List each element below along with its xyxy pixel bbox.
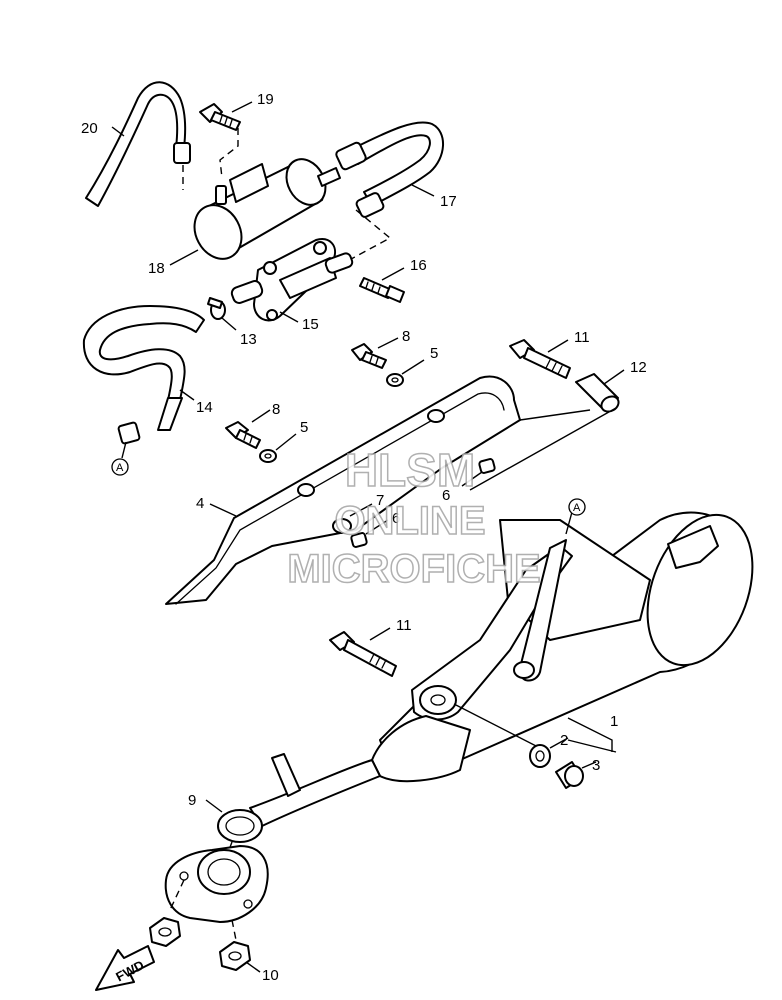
- callout-11-upper: 11: [574, 329, 590, 346]
- leader-protector-right: [519, 409, 591, 421]
- part-3-collar[interactable]: [555, 761, 584, 789]
- part-15-valve-bracket[interactable]: [230, 238, 354, 322]
- leader-7: [349, 503, 373, 517]
- reference-mark-a-right: A: [568, 498, 586, 516]
- leader-11-lower-long: [453, 703, 541, 749]
- part-19-bolt[interactable]: [199, 103, 241, 131]
- part-7-grommet[interactable]: [332, 518, 352, 534]
- callout-8-upper: 8: [402, 328, 410, 345]
- leader-1: [567, 717, 613, 752]
- callout-19: 19: [257, 91, 274, 108]
- leader-11-lower: [369, 627, 391, 641]
- leader-18: [169, 249, 199, 266]
- reference-mark-a-left: A: [111, 458, 129, 476]
- leader-12: [603, 369, 625, 385]
- leader-4: [209, 503, 237, 517]
- callout-14: 14: [196, 399, 213, 416]
- part-8-bolt-upper[interactable]: [351, 343, 387, 369]
- leader-2: [549, 737, 569, 749]
- leader-20: [111, 126, 125, 137]
- part-10-nut-right[interactable]: [219, 941, 251, 971]
- leader-8-upper: [377, 337, 399, 349]
- part-11-bolt-upper[interactable]: [509, 339, 571, 379]
- callout-6-upper: 6: [442, 487, 450, 504]
- leader-14: [179, 389, 195, 401]
- leader-1-bracket: [567, 739, 617, 753]
- svg-text:A: A: [573, 502, 581, 514]
- watermark-line-1: HLSM: [345, 444, 475, 496]
- leader-6-lower: [365, 519, 389, 535]
- callout-5-lower: 5: [300, 419, 308, 436]
- leader-5-upper: [401, 359, 425, 375]
- callout-15: 15: [302, 316, 319, 333]
- callout-17: 17: [440, 193, 457, 210]
- leader-5-lower: [275, 433, 297, 451]
- leader-19: [231, 101, 253, 113]
- part-4-protector[interactable]: [165, 375, 521, 605]
- callout-13: 13: [240, 331, 257, 348]
- leader-10: [245, 961, 261, 973]
- part-6-collar-lower[interactable]: [350, 532, 368, 548]
- callout-8-lower: 8: [272, 401, 280, 418]
- part-5-washer-upper[interactable]: [386, 373, 404, 387]
- leader-13: [221, 317, 237, 331]
- callout-9: 9: [188, 792, 196, 809]
- callout-1: 1: [610, 713, 618, 730]
- callout-4: 4: [196, 495, 204, 512]
- callout-2: 2: [560, 732, 568, 749]
- part-18-canister[interactable]: [185, 152, 341, 267]
- callout-10: 10: [262, 967, 279, 984]
- part-20-breather-hose[interactable]: [85, 81, 191, 207]
- callout-11-lower: 11: [396, 617, 412, 634]
- leader-15: [279, 311, 299, 323]
- dash-17: [339, 209, 392, 266]
- callout-3: 3: [592, 757, 600, 774]
- leader-11-upper: [547, 339, 569, 353]
- callout-7: 7: [376, 492, 384, 509]
- callout-12: 12: [630, 359, 647, 376]
- part-5-washer-lower[interactable]: [259, 449, 277, 463]
- dash-10: [231, 919, 237, 941]
- part-16-bolt[interactable]: [359, 277, 405, 303]
- part-10-nut-left[interactable]: [149, 917, 181, 947]
- callout-5-upper: 5: [430, 345, 438, 362]
- callout-6-lower: 6: [392, 510, 400, 527]
- callout-18: 18: [148, 260, 165, 277]
- part-6-collar-upper[interactable]: [478, 458, 496, 474]
- leader-ref-a-2: [565, 511, 573, 535]
- exhaust-flange[interactable]: [164, 845, 269, 923]
- leader-3: [581, 761, 597, 769]
- part-9-gasket[interactable]: [217, 809, 263, 843]
- svg-text:A: A: [116, 462, 124, 474]
- part-13-clip[interactable]: [207, 297, 226, 320]
- leader-ref-a-1: [121, 441, 127, 459]
- callout-20: 20: [81, 120, 98, 137]
- leader-16: [381, 267, 405, 281]
- dash-19: [219, 128, 239, 179]
- watermark-line-2: ONLINE: [334, 499, 485, 543]
- part-1-muffler[interactable]: [249, 500, 772, 827]
- watermark-line-3: MICROFICHE: [287, 547, 540, 591]
- leader-12-long: [469, 407, 617, 491]
- leader-8-lower: [251, 409, 271, 423]
- part-17-u-hose[interactable]: [335, 121, 445, 218]
- part-2-nut[interactable]: [529, 744, 551, 768]
- part-8-bolt-lower[interactable]: [225, 421, 261, 449]
- dash-flange: [169, 879, 185, 911]
- callout-16: 16: [410, 257, 427, 274]
- forward-direction-arrow: FWD: [95, 945, 155, 991]
- watermark: HLSM ONLINE MICROFICHE: [287, 443, 542, 592]
- part-12-collar[interactable]: [575, 373, 621, 415]
- leader-17: [411, 184, 435, 197]
- leader-6-upper: [461, 471, 483, 487]
- leader-9: [205, 799, 223, 813]
- part-11-bolt-lower[interactable]: [329, 631, 397, 677]
- part-14-hose[interactable]: [82, 305, 205, 445]
